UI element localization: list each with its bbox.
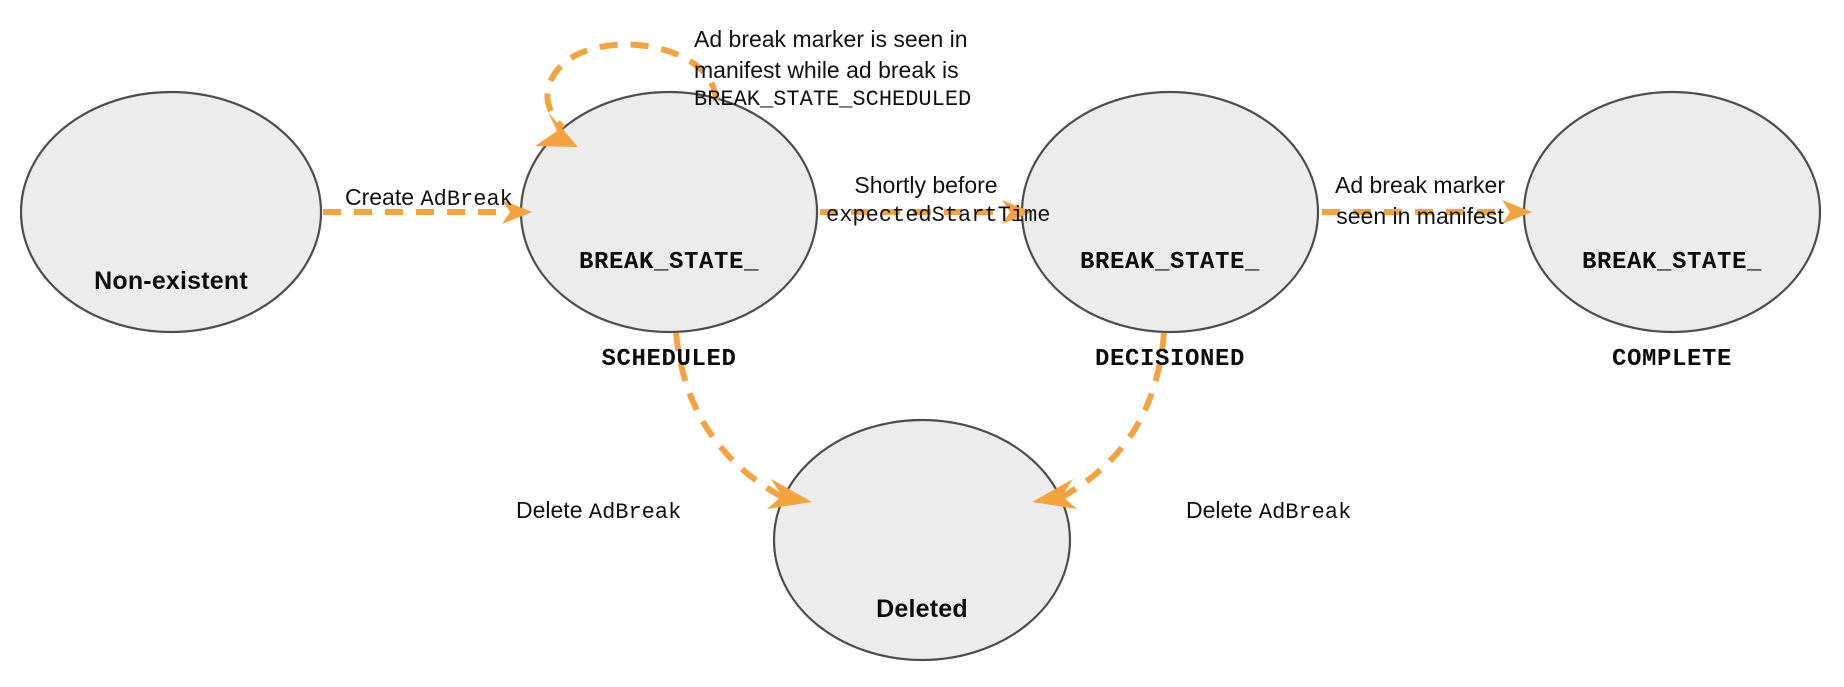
node-deleted[interactable] — [772, 418, 1072, 662]
edge-shortly-before-expected-start-time[interactable] — [820, 200, 1032, 224]
edge-ad-break-marker-seen-in-manifest[interactable] — [1322, 200, 1532, 224]
edge-shortly-before-arrowhead — [1002, 200, 1032, 224]
edge-delete-left-arrowhead — [767, 479, 812, 509]
edge-delete-adbreak-from-scheduled[interactable] — [673, 332, 812, 509]
edge-marker-seen-arrowhead — [1502, 200, 1532, 224]
edge-create-adbreak[interactable] — [323, 200, 532, 224]
node-non-existent[interactable] — [19, 90, 323, 334]
node-break-state-complete[interactable] — [1522, 90, 1822, 334]
edge-delete-right-line — [1060, 332, 1167, 500]
edge-delete-right-arrowhead — [1032, 479, 1077, 509]
edge-scheduled-self-loop-line — [544, 41, 719, 131]
node-break-state-decisioned[interactable] — [1020, 90, 1320, 334]
node-break-state-scheduled[interactable] — [519, 90, 819, 334]
edge-create-adbreak-arrowhead — [502, 200, 532, 224]
edge-scheduled-self-loop-arrowhead — [535, 112, 578, 147]
edge-delete-left-line — [673, 332, 784, 500]
edge-scheduled-self-loop[interactable] — [535, 41, 719, 147]
edge-delete-adbreak-from-decisioned[interactable] — [1032, 332, 1167, 509]
